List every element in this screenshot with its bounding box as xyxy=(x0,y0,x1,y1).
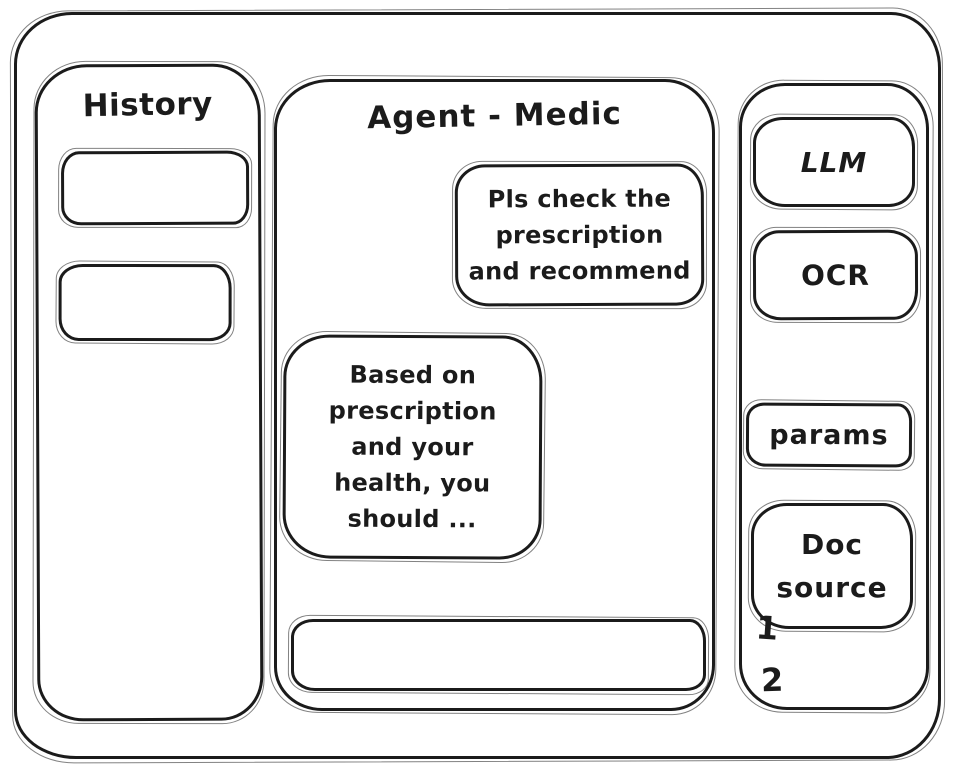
tool-doc-source-button[interactable]: Doc source xyxy=(751,503,913,629)
chat-input-box[interactable] xyxy=(291,619,706,691)
chat-input[interactable] xyxy=(294,622,703,688)
assistant-message-bubble: Based on prescription and your health, y… xyxy=(282,334,543,560)
assistant-message-text: Based on prescription and your health, y… xyxy=(328,360,497,534)
user-message-text: Pls check the prescription and recommend xyxy=(468,184,691,286)
user-message-bubble: Pls check the prescription and recommend xyxy=(454,163,705,307)
tool-llm-button[interactable]: LLM xyxy=(753,117,915,207)
chat-panel: Agent - Medic Pls check the prescription… xyxy=(274,79,715,711)
doc-source-item-1[interactable]: 1 xyxy=(754,608,780,648)
history-title: History xyxy=(82,85,214,125)
tools-sidebar: LLM OCR params Doc source 1 2 xyxy=(739,83,929,710)
chat-title: Agent - Medic xyxy=(366,95,623,137)
doc-source-item-2[interactable]: 2 xyxy=(760,660,784,700)
tool-params-button[interactable]: params xyxy=(745,402,913,468)
tool-ocr-button[interactable]: OCR xyxy=(752,229,919,321)
history-sidebar: History xyxy=(34,63,264,722)
history-item[interactable] xyxy=(58,263,232,342)
history-item[interactable] xyxy=(60,150,250,226)
